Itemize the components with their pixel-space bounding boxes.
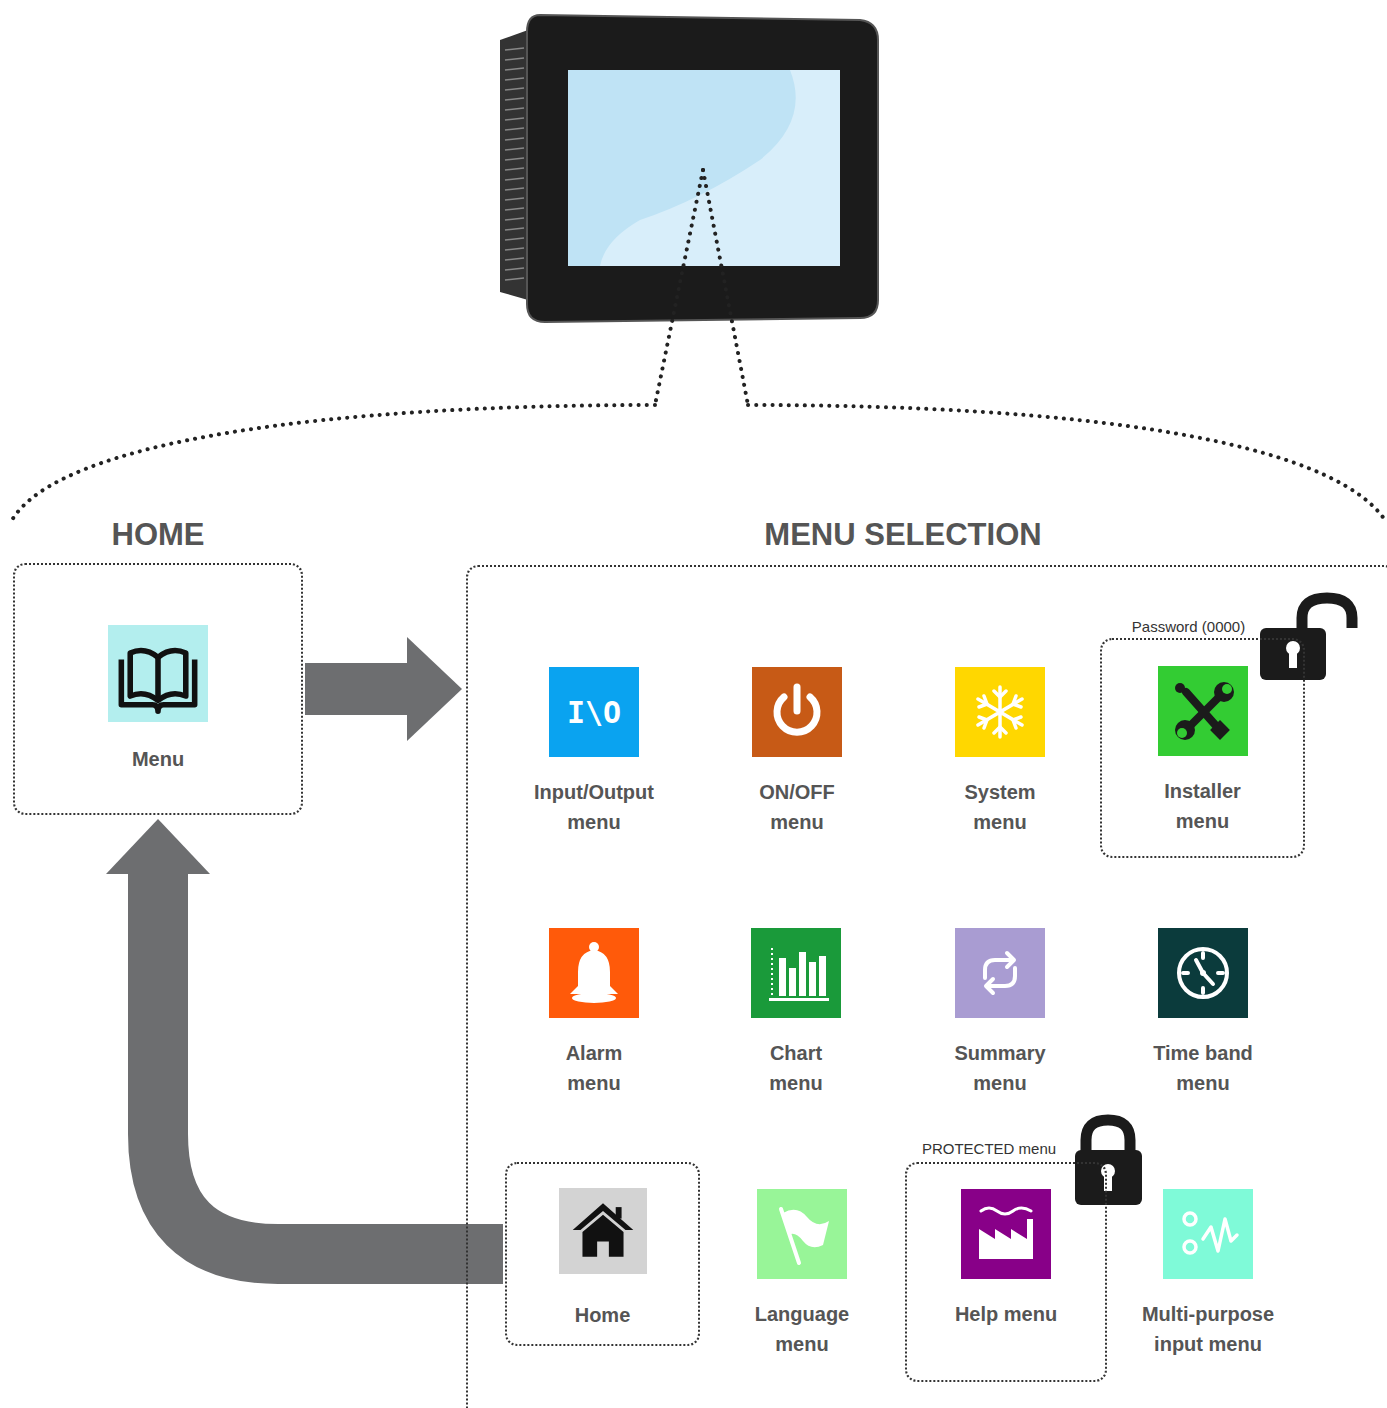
arrow-head (407, 637, 462, 741)
menu-label: Input/Output menu (519, 777, 669, 837)
region-heading: HOME (15, 516, 301, 553)
menu-tile: Alarm menu (494, 928, 694, 1098)
flow-arrow (305, 637, 462, 741)
icon-glyph (559, 1188, 647, 1274)
dotted-region: PROTECTED menuHelp menu (905, 1162, 1107, 1382)
dotted-region: MENU SELECTIONI\OInput/Output menuON/OFF… (466, 565, 1387, 1408)
menu-label: Time band menu (1148, 1038, 1258, 1098)
menu-icon (1163, 1189, 1253, 1279)
menu-tile: Chart menu (696, 928, 896, 1098)
menu-label: Summary menu (945, 1038, 1055, 1098)
arrow-body (305, 663, 409, 715)
menu-label: Language menu (742, 1299, 862, 1359)
menu-tile: System menu (900, 667, 1100, 837)
icon-glyph (757, 1189, 847, 1279)
menu-tile: Summary menu (900, 928, 1100, 1098)
icon-glyph (955, 928, 1045, 1018)
arrow-body (158, 872, 503, 1254)
menu-icon (955, 928, 1045, 1018)
arrow-head (106, 819, 210, 874)
menu-label: ON/OFF menu (742, 777, 852, 837)
menu-tile: Multi-purpose input menu (1108, 1189, 1308, 1359)
menu-label: Home (575, 1300, 631, 1330)
icon-text: I\O (549, 667, 639, 757)
dotted-region: Password (0000)Installer menu (1100, 638, 1305, 858)
menu-icon (752, 667, 842, 757)
menu-label: Multi-purpose input menu (1133, 1299, 1283, 1359)
region-heading: Password (0000) (1088, 618, 1289, 636)
menu-tile: I\O Input/Output menu (494, 667, 694, 837)
menu-tile: Language menu (702, 1189, 902, 1359)
menu-icon (1158, 928, 1248, 1018)
flow-arrow (106, 819, 503, 1254)
menu-label: Help menu (955, 1299, 1057, 1329)
menu-icon (1158, 666, 1248, 756)
menu-icon (549, 928, 639, 1018)
icon-glyph (1158, 666, 1248, 756)
menu-label: System menu (945, 777, 1055, 837)
icon-glyph (752, 667, 842, 757)
icon-glyph (1158, 928, 1248, 1018)
dotted-region: Home (505, 1162, 700, 1346)
icon-glyph (1163, 1189, 1253, 1279)
menu-icon (559, 1188, 647, 1274)
icon-glyph (751, 928, 841, 1018)
zoom-leader (12, 170, 1385, 520)
menu-tile: ON/OFF menu (697, 667, 897, 837)
menu-icon (108, 625, 208, 722)
menu-icon: I\O (549, 667, 639, 757)
menu-icon (955, 667, 1045, 757)
menu-icon (757, 1189, 847, 1279)
menu-label: Alarm menu (539, 1038, 649, 1098)
menu-label: Menu (132, 744, 184, 774)
menu-label: Installer menu (1148, 776, 1258, 836)
menu-icon (961, 1189, 1051, 1279)
icon-glyph (549, 928, 639, 1018)
panel-display (500, 15, 878, 322)
menu-label: Chart menu (741, 1038, 851, 1098)
icon-glyph (961, 1189, 1051, 1279)
menu-tile: Time band menu (1103, 928, 1303, 1098)
menu-icon (751, 928, 841, 1018)
icon-glyph (955, 667, 1045, 757)
region-heading: MENU SELECTION (440, 516, 1366, 553)
region-heading: PROTECTED menu (890, 1140, 1088, 1158)
dotted-region: HOMEMenu (13, 563, 303, 815)
icon-glyph (108, 625, 208, 722)
